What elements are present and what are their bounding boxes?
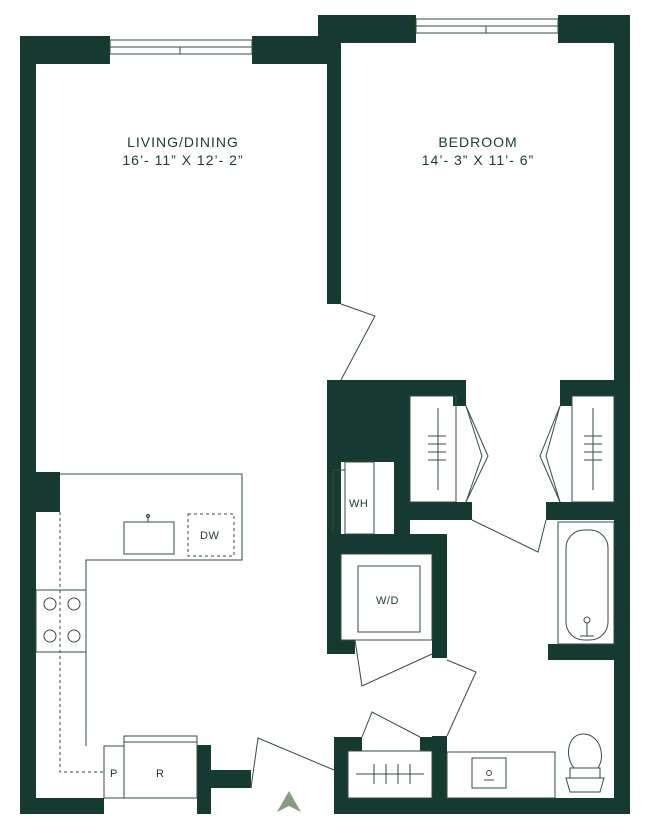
linen-closet bbox=[347, 750, 433, 799]
pantry: P bbox=[103, 745, 125, 799]
wall-closet-right-bottom bbox=[546, 502, 630, 520]
kitchen: DW P R bbox=[35, 473, 243, 799]
wall-entry-left-stub bbox=[197, 770, 251, 788]
wall-linen-right bbox=[420, 737, 447, 751]
room-bedroom-name: BEDROOM bbox=[438, 134, 517, 150]
room-living-name: LIVING/DINING bbox=[127, 134, 239, 150]
door-bedroom bbox=[340, 303, 376, 381]
wall-bottom-right bbox=[334, 798, 630, 814]
wall-bath-tub-bottom bbox=[548, 644, 630, 660]
bathtub bbox=[557, 521, 615, 645]
wall-entry-right-post bbox=[334, 737, 348, 814]
door-entry bbox=[250, 737, 335, 789]
closet-left bbox=[409, 395, 457, 503]
wall-wd-left bbox=[327, 554, 341, 654]
kitchen-sink bbox=[123, 513, 175, 555]
dishwasher: DW bbox=[187, 513, 235, 557]
wall-right bbox=[614, 15, 630, 814]
cooktop bbox=[35, 589, 87, 653]
room-bedroom-dims: 14’- 3” X 11’- 6” bbox=[422, 152, 534, 168]
vanity bbox=[446, 751, 556, 799]
toilet bbox=[565, 733, 605, 793]
wall-core-left bbox=[327, 380, 341, 534]
door-linen bbox=[361, 711, 421, 738]
wall-core-right bbox=[394, 380, 410, 540]
wall-bath-left bbox=[432, 736, 447, 814]
wall-left bbox=[20, 36, 36, 814]
windows bbox=[109, 18, 559, 55]
wall-closet-right-top bbox=[560, 380, 630, 396]
window-bedroom bbox=[415, 18, 559, 34]
dishwasher-label: DW bbox=[200, 530, 219, 542]
closet-right bbox=[571, 395, 615, 503]
window-living bbox=[109, 39, 253, 55]
wall-kitchen-post bbox=[20, 472, 60, 512]
door-bath-entry bbox=[446, 659, 477, 737]
door-closet-right bbox=[539, 405, 561, 503]
wall-wd-right bbox=[432, 554, 447, 658]
washer-dryer: W/D bbox=[340, 553, 433, 641]
pantry-label: P bbox=[110, 768, 118, 780]
water-heater-label: WH bbox=[349, 498, 368, 510]
wall-linen-left bbox=[334, 737, 362, 751]
washer-dryer-label: W/D bbox=[376, 595, 399, 607]
door-bath bbox=[471, 519, 547, 553]
water-heater: WH bbox=[332, 461, 375, 535]
wall-divider-upper bbox=[327, 36, 341, 304]
door-closet-left bbox=[465, 405, 489, 503]
upper-cabinets bbox=[59, 512, 104, 773]
wall-core-mid bbox=[327, 534, 447, 554]
wall-closet-left-tab bbox=[453, 380, 466, 406]
wall-wd-bottom bbox=[327, 640, 355, 654]
refrigerator: R bbox=[123, 735, 198, 799]
room-living-dims: 16’- 11” X 12’- 2” bbox=[122, 152, 243, 168]
wall-closet-left-top bbox=[394, 380, 466, 396]
walls bbox=[20, 15, 630, 814]
wall-closet-right-tab bbox=[560, 380, 572, 406]
door-wd bbox=[354, 639, 433, 687]
doors bbox=[250, 303, 561, 789]
wall-closet-left-bottom bbox=[394, 502, 472, 520]
refrigerator-label: R bbox=[156, 768, 164, 780]
entry-arrow-icon bbox=[277, 791, 301, 812]
wall-bottom-left bbox=[20, 798, 104, 814]
